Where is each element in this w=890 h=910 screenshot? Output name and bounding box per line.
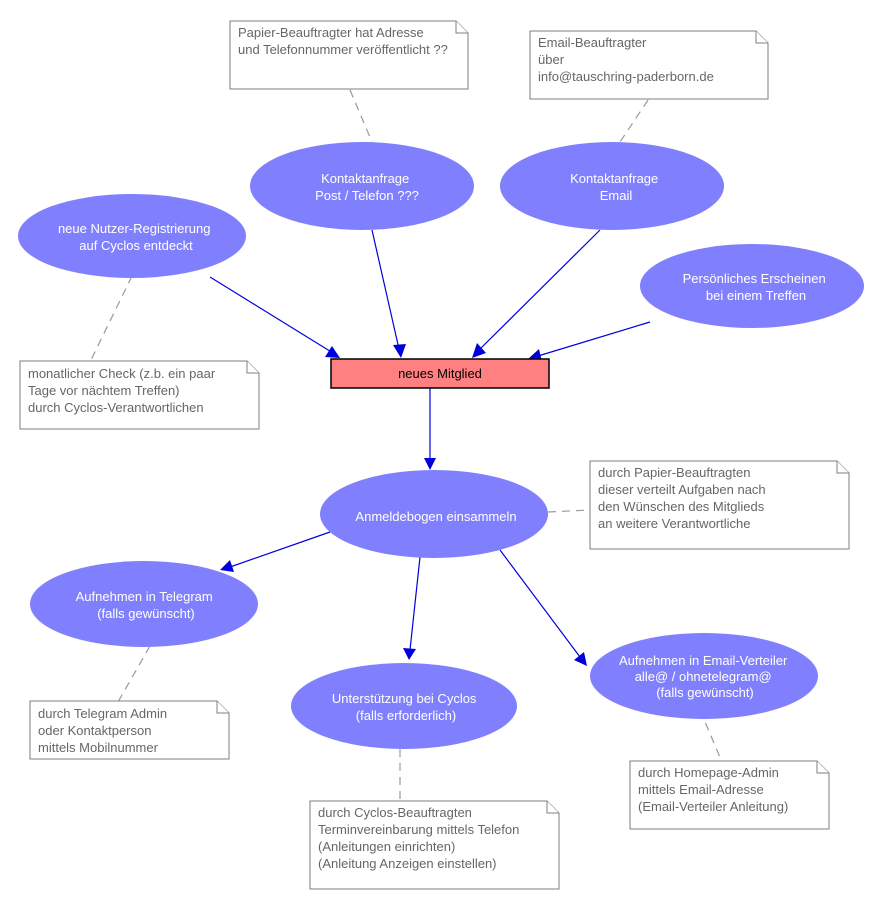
note-line: durch Cyclos-Verantwortlichen (28, 400, 204, 415)
arrow-anmeldebogen-to-telegram (220, 531, 331, 572)
svg-text:Aufnehmen in Telegram (f: Aufnehmen in Telegram (falls gewünscht) (76, 589, 217, 621)
node-label-line: Post / Telefon ??? (315, 188, 419, 203)
node-label-line: Kontaktanfrage (321, 171, 409, 186)
node-label-line: Persönliches Erscheinen (683, 271, 826, 286)
connector-note-verteiler (699, 709, 723, 763)
note-line: und Telefonnummer veröffentlicht ?? (238, 42, 448, 57)
node-label-line: Kontaktanfrage (570, 171, 658, 186)
note-cyclos: durch Cyclos-Beauftragten Terminvereinba… (309, 800, 560, 890)
svg-text:Anmeldebogen einsammeln: Anmeldebogen einsammeln (355, 509, 516, 524)
arrow-registrierung-to-mitglied (209, 276, 340, 358)
node-telegram: Aufnehmen in Telegram (falls gewünscht) (30, 561, 258, 647)
node-label-line: bei einem Treffen (706, 288, 806, 303)
note-line: mittels Mobilnummer (38, 740, 159, 755)
svg-text:Persönliches Erscheinen: Persönliches Erscheinen bei einem Treffe… (683, 271, 830, 303)
node-cyclos: Unterstützung bei Cyclos (falls erforder… (291, 663, 517, 749)
node-label-line: (falls gewünscht) (97, 606, 195, 621)
svg-text:durch Papier-Beauftragten: durch Papier-Beauftragten dieser verteil… (598, 465, 769, 531)
note-line: Terminvereinbarung mittels Telefon (318, 822, 519, 837)
svg-text:Kontaktanfrage Email: Kontaktanfrage Email (570, 171, 662, 203)
node-kontakt-post: Kontaktanfrage Post / Telefon ??? (250, 142, 474, 230)
svg-text:durch Cyclos-Beauftragten: durch Cyclos-Beauftragten Terminvereinba… (318, 805, 523, 871)
note-line: info@tauschring-paderborn.de (538, 69, 714, 84)
note-anmeldebogen: durch Papier-Beauftragten dieser verteil… (589, 460, 850, 550)
svg-text:neue Nutzer-Registrierung: neue Nutzer-Registrierung auf Cyclos ent… (58, 221, 214, 253)
node-label-line: Aufnehmen in Email-Verteiler (619, 653, 788, 668)
note-telegram: durch Telegram Admin oder Kontaktperson … (29, 700, 230, 760)
node-label-line: auf Cyclos entdeckt (79, 238, 193, 253)
node-label: neues Mitglied (398, 366, 482, 381)
note-line: Tage vor nächtem Treffen) (28, 383, 180, 398)
connector-note-email (619, 99, 649, 143)
node-registrierung: neue Nutzer-Registrierung auf Cyclos ent… (18, 194, 246, 278)
node-label-line: (falls erforderlich) (356, 708, 456, 723)
node-anmeldebogen: Anmeldebogen einsammeln (320, 470, 548, 558)
arrow-mitglied-to-anmeldebogen (424, 388, 436, 470)
note-line: durch Papier-Beauftragten (598, 465, 750, 480)
svg-text:Email-Beauftragter über: Email-Beauftragter über info@tauschring-… (538, 35, 714, 84)
connector-note-registrierung (89, 275, 133, 363)
note-line: (Email-Verteiler Anleitung) (638, 799, 788, 814)
note-line: (Anleitung Anzeigen einstellen) (318, 856, 497, 871)
note-line: mittels Email-Adresse (638, 782, 764, 797)
note-line: (Anleitungen einrichten) (318, 839, 455, 854)
note-post: Papier-Beauftragter hat Adresse und Tele… (229, 20, 469, 90)
note-line: durch Telegram Admin (38, 706, 167, 721)
note-verteiler: durch Homepage-Admin mittels Email-Adres… (629, 760, 830, 830)
svg-text:durch Telegram Admin ode: durch Telegram Admin oder Kontaktperson … (38, 706, 171, 755)
svg-text:Papier-Beauftragter hat Adress: Papier-Beauftragter hat Adresse und Tele… (238, 25, 448, 57)
svg-text:monatlicher Check (z.b. ein pa: monatlicher Check (z.b. ein paar Tage vo… (28, 366, 219, 415)
svg-text:Kontaktanfrage Post / Te: Kontaktanfrage Post / Telefon ??? (315, 171, 419, 203)
node-treffen: Persönliches Erscheinen bei einem Treffe… (640, 244, 864, 328)
note-line: durch Homepage-Admin (638, 765, 779, 780)
arrow-email-to-mitglied (472, 229, 601, 358)
connector-note-anmeldebogen (547, 509, 591, 513)
arrow-anmeldebogen-to-cyclos (403, 556, 421, 660)
node-label-line: (falls gewünscht) (656, 685, 754, 700)
note-line: monatlicher Check (z.b. ein paar (28, 366, 216, 381)
note-line: über (538, 52, 565, 67)
note-line: an weitere Verantwortliche (598, 516, 750, 531)
note-registrierung: monatlicher Check (z.b. ein paar Tage vo… (19, 360, 260, 430)
node-label-line: Email (600, 188, 633, 203)
arrow-anmeldebogen-to-verteiler (499, 549, 587, 666)
node-label-line: Anmeldebogen einsammeln (355, 509, 516, 524)
node-label-line: Aufnehmen in Telegram (76, 589, 213, 604)
node-label-line: Unterstützung bei Cyclos (332, 691, 477, 706)
node-neues-mitglied: neues Mitglied (330, 358, 550, 389)
connector-note-post (349, 89, 373, 143)
svg-text:Unterstützung bei Cyclos: Unterstützung bei Cyclos (falls erforder… (332, 691, 480, 723)
note-line: durch Cyclos-Beauftragten (318, 805, 472, 820)
note-line: Email-Beauftragter (538, 35, 647, 50)
note-email: Email-Beauftragter über info@tauschring-… (529, 30, 769, 100)
note-line: oder Kontaktperson (38, 723, 151, 738)
svg-text:durch Homepage-Admin mit: durch Homepage-Admin mittels Email-Adres… (638, 765, 788, 814)
arrow-post-to-mitglied (371, 229, 406, 358)
svg-text:Aufnehmen in Email-Verteiler: Aufnehmen in Email-Verteiler alle@ / ohn… (619, 653, 791, 700)
connector-note-telegram (117, 645, 151, 703)
note-line: Papier-Beauftragter hat Adresse (238, 25, 424, 40)
arrow-treffen-to-mitglied (528, 321, 651, 362)
note-line: den Wünschen des Mitglieds (598, 499, 765, 514)
note-line: dieser verteilt Aufgaben nach (598, 482, 766, 497)
node-kontakt-email: Kontaktanfrage Email (500, 142, 724, 230)
node-email-verteiler: Aufnehmen in Email-Verteiler alle@ / ohn… (590, 633, 818, 719)
node-label-line: neue Nutzer-Registrierung (58, 221, 210, 236)
node-box (330, 358, 550, 389)
node-label-line: alle@ / ohnetelegram@ (635, 669, 772, 684)
